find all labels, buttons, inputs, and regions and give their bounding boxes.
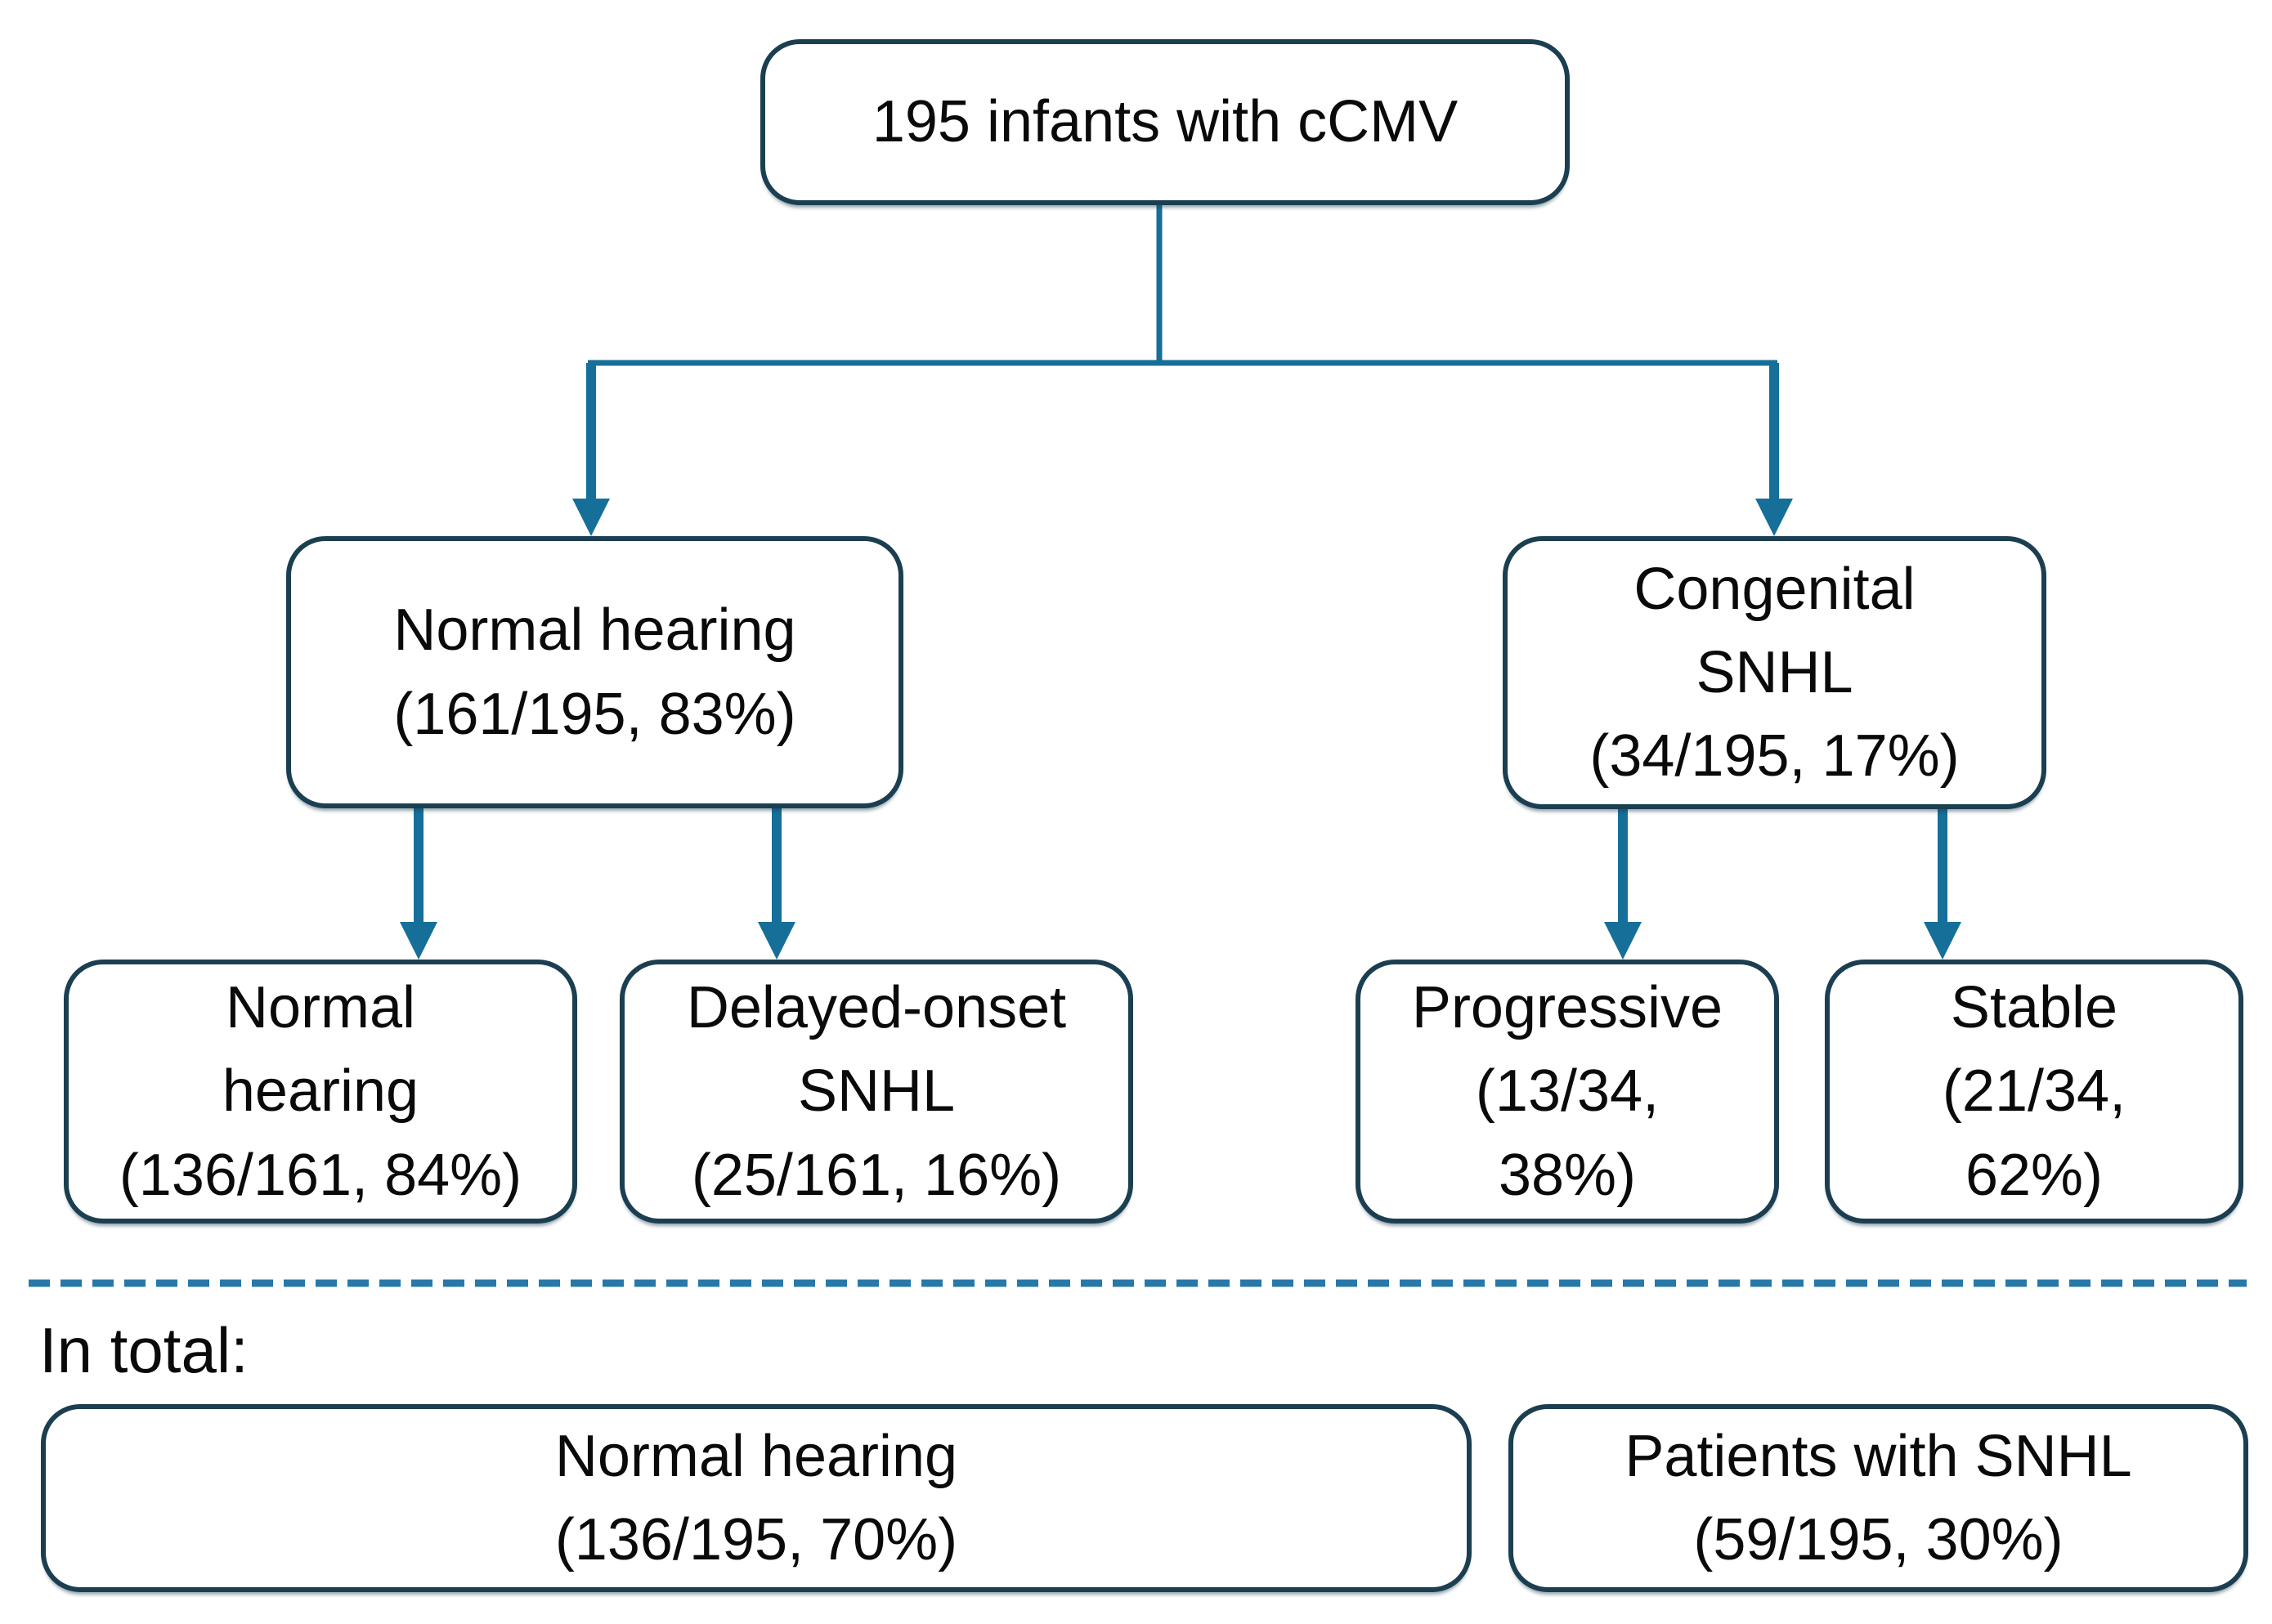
box-normal-hearing-l2: Normal hearing (161/195, 83%) xyxy=(286,536,903,808)
connector-root-split xyxy=(588,204,1777,366)
box-total-patients-snhl: Patients with SNHL (59/195, 30%) xyxy=(1508,1404,2248,1592)
box-delayed-onset-snhl: Delayed-onset SNHL (25/161, 16%) xyxy=(620,960,1133,1224)
box-progressive: Progressive (13/34, 38%) xyxy=(1356,960,1779,1224)
box-normal-hearing-l3: Normal hearing (136/161, 84%) xyxy=(64,960,577,1224)
arrow-to-normal-hearing-l3 xyxy=(400,808,437,960)
arrow-down-icon xyxy=(572,499,610,536)
box-total-normal-hearing: Normal hearing (136/195, 70%) xyxy=(41,1404,1472,1592)
arrow-to-stable xyxy=(1924,809,1961,960)
arrow-to-progressive xyxy=(1604,809,1642,960)
arrow-down-icon xyxy=(1604,922,1642,960)
arrow-down-icon xyxy=(1924,922,1961,960)
box-congenital-snhl: Congenital SNHL (34/195, 17%) xyxy=(1503,536,2046,809)
box-stable: Stable (21/34, 62%) xyxy=(1825,960,2243,1224)
arrow-to-delayed-onset-snhl xyxy=(758,808,795,960)
in-total-label: In total: xyxy=(39,1314,249,1386)
box-root-infants-ccmv: 195 infants with cCMV xyxy=(760,39,1570,205)
arrow-down-icon xyxy=(400,922,437,960)
arrow-down-icon xyxy=(1755,499,1793,536)
arrow-to-congenital-snhl xyxy=(1755,363,1793,536)
arrow-down-icon xyxy=(758,922,795,960)
arrow-to-normal-hearing-l2 xyxy=(572,363,610,536)
